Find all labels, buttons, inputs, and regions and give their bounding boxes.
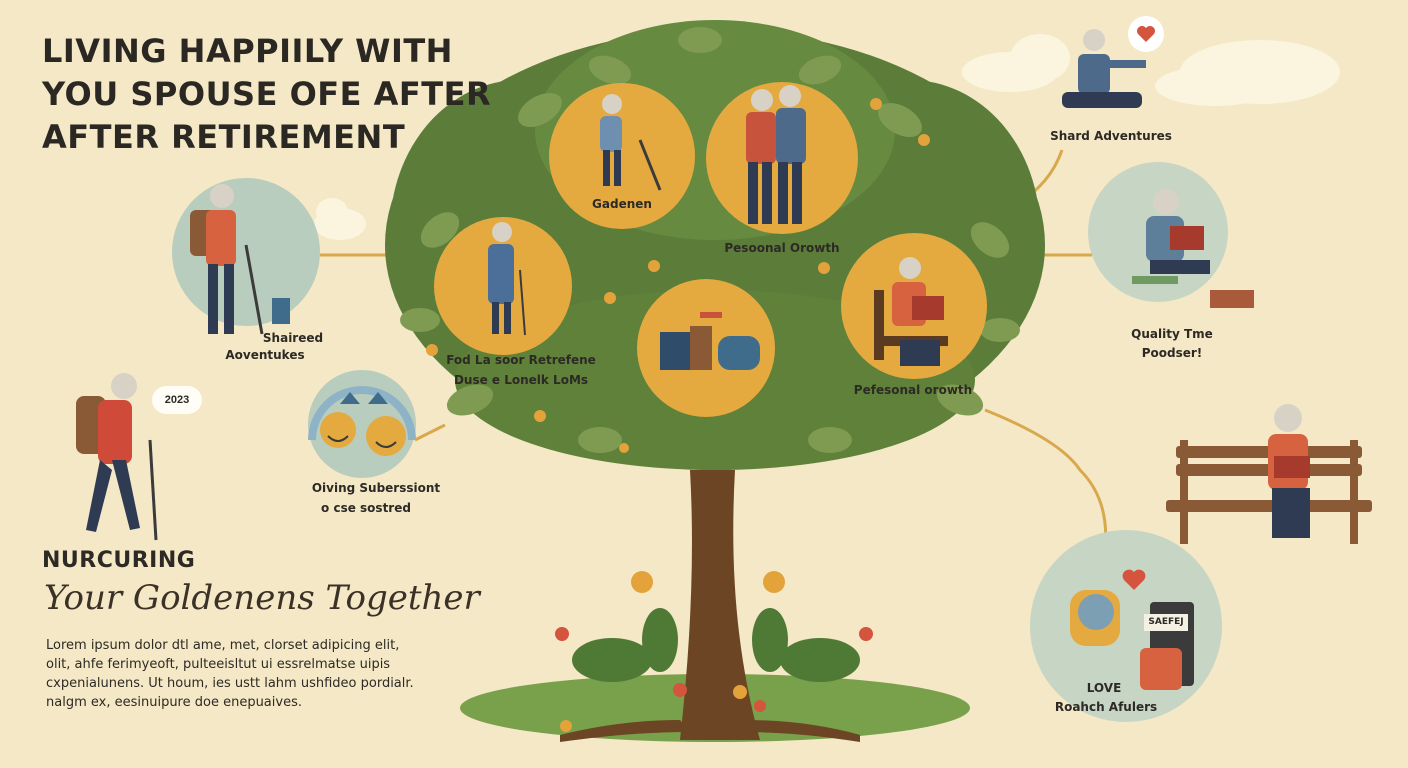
personal-growth-label: Pesoonal Orowth	[724, 241, 840, 255]
shared-adventures-label: Shard Adventures	[1050, 129, 1172, 143]
garden-flowers	[555, 571, 873, 732]
title-line-1: LIVING HAPPIILY WITH	[42, 32, 453, 70]
retirement-label-line-1: Fod La soor Retrefene	[446, 353, 596, 367]
adventures-label-line-2: Aoventukes	[225, 348, 305, 362]
love-label-line-2: Roahch Afulers	[1054, 700, 1158, 714]
body-paragraph: Lorem ipsum dolor dtl ame, met, clorset …	[46, 636, 426, 712]
reader-figure	[874, 257, 948, 366]
supersession-label-line-1: Oiving Suberssiont	[311, 481, 441, 495]
quality-time-label-line-1: Quality Tme	[1131, 327, 1213, 341]
retirement-label-line-2: Duse e Lonelk LoMs	[453, 373, 589, 387]
title-line-3: AFTER RETIREMENT	[42, 118, 406, 156]
gardening-label: Gadenen	[592, 197, 652, 211]
nurturing-script-title: Your Goldenens Together	[44, 578, 480, 618]
body-line-4: nalgm ex, eesinuipure doe enepuaives.	[46, 695, 302, 710]
love-label-line-1: LOVE	[1086, 681, 1122, 695]
body-line-1: Lorem ipsum dolor dtl ame, met, clorset …	[46, 638, 400, 653]
speech-bubble: 2023	[152, 386, 202, 414]
supersession-label-line-2: o cse sostred	[321, 501, 411, 515]
cloud-top-right	[962, 34, 1340, 106]
gardener-figure	[600, 94, 662, 191]
hobbies-objects	[660, 312, 760, 370]
title-line-2: YOU SPOUSE OFE AFTER	[42, 75, 492, 113]
couple-figure	[746, 85, 806, 224]
heart-icon	[1137, 26, 1155, 42]
personal-growth-label-2: Pefesonal orowth	[853, 383, 973, 397]
smiley-faces	[308, 386, 416, 456]
bench-reader-figure	[1268, 404, 1310, 538]
nurturing-heading: NURCURING	[42, 548, 196, 573]
sitting-adventurer-figure	[1062, 29, 1146, 108]
walker-figure	[488, 222, 526, 336]
quality-time-label-line-2: Poodser!	[1141, 346, 1203, 360]
body-line-3: cxpenialunens. Ut houm, ies ustt lahm us…	[46, 676, 414, 691]
cloud-left	[314, 198, 366, 240]
adventures-label-line-1: Shaireed	[262, 331, 324, 345]
walking-man-figure	[76, 373, 158, 541]
love-sign: SAEFEJ	[1144, 614, 1188, 631]
hiker-figure	[190, 184, 290, 335]
reader-right-figure	[1132, 189, 1254, 308]
body-line-2: olit, ahfe ferimyeoft, pulteeisltut ui e…	[46, 657, 391, 672]
page-title: LIVING HAPPIILY WITH YOU SPOUSE OFE AFTE…	[42, 30, 492, 159]
gardening-circle	[549, 83, 695, 229]
